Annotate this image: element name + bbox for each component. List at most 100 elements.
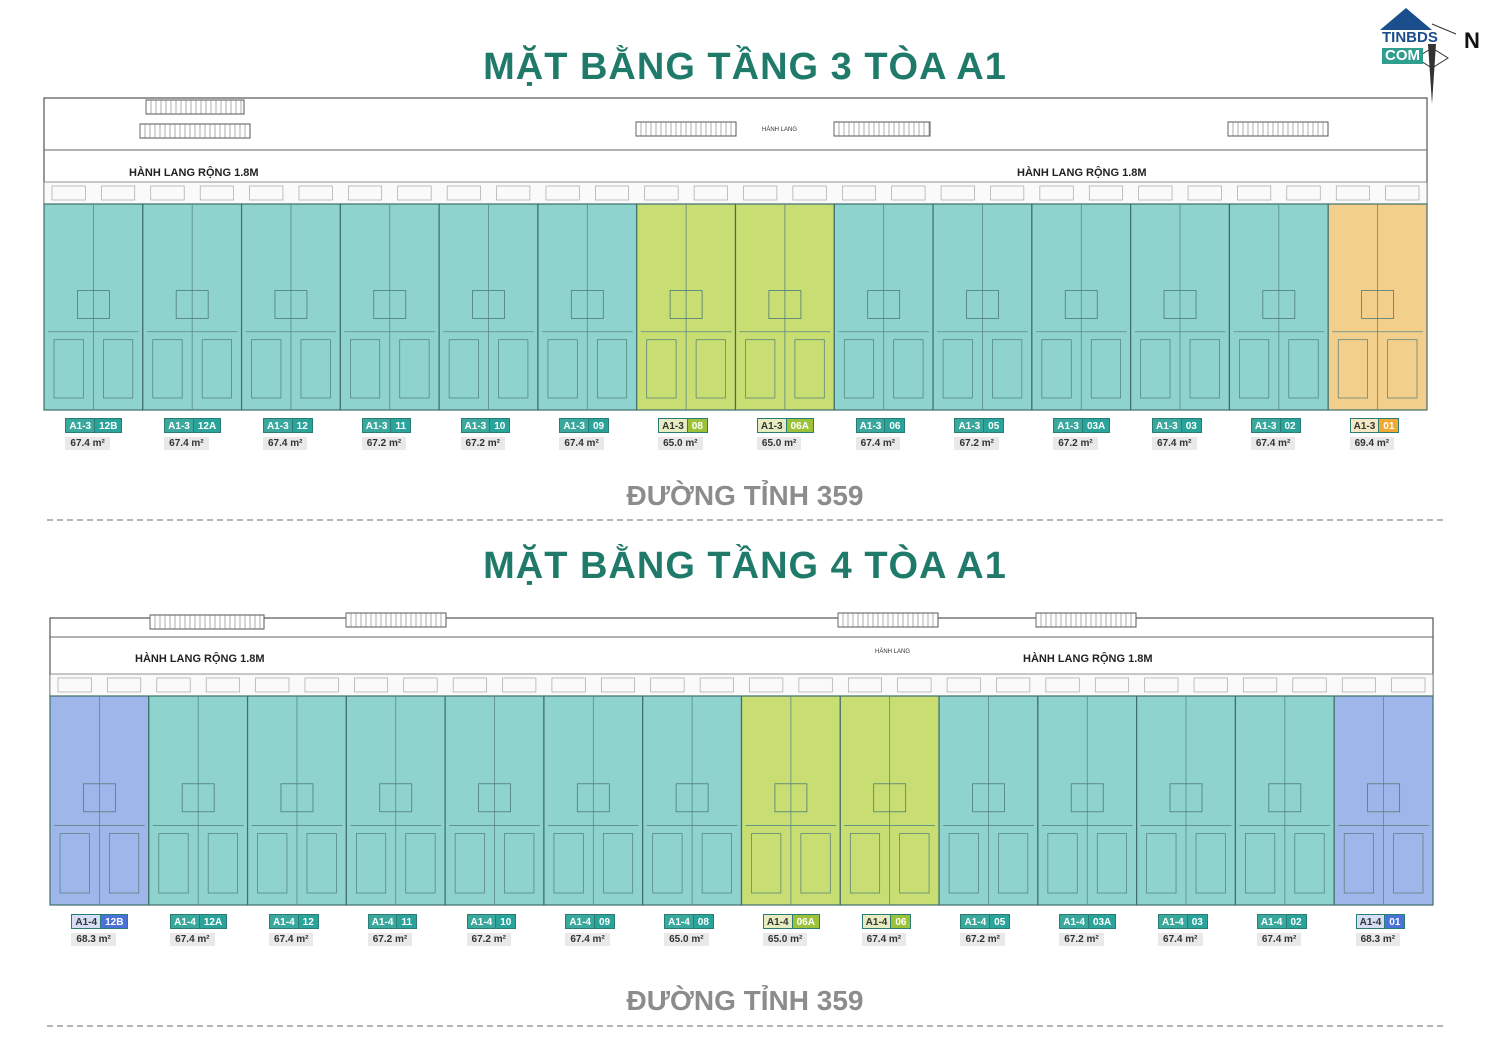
unit-prefix: A1-3 bbox=[1349, 418, 1380, 433]
tinbds-logo: TINBDS COM N bbox=[1376, 4, 1486, 104]
house-compass-icon bbox=[1380, 8, 1457, 104]
unit-prefix: A1-3 bbox=[1152, 418, 1182, 433]
unit-number: 06A bbox=[786, 418, 814, 433]
stair-block bbox=[837, 612, 939, 628]
corridor-label-left: HÀNH LANG RỘNG 1.8M bbox=[129, 166, 259, 179]
unit-prefix: A1-3 bbox=[756, 418, 787, 433]
unit-prefix: A1-4 bbox=[664, 914, 694, 929]
unit-A1-3-09 bbox=[537, 185, 638, 411]
unit-prefix: A1-3 bbox=[559, 418, 589, 433]
unit-A1-4-12B bbox=[49, 677, 150, 906]
corridor-label-left: HÀNH LANG RỘNG 1.8M bbox=[135, 652, 265, 665]
unit-A1-4-10 bbox=[444, 677, 545, 906]
north-indicator: N bbox=[1464, 28, 1480, 53]
unit-number: 10 bbox=[490, 418, 511, 433]
unit-A1-3-12 bbox=[240, 185, 341, 411]
unit-prefix: A1-4 bbox=[1059, 914, 1089, 929]
unit-prefix: A1-4 bbox=[71, 914, 102, 929]
unit-area: 67.2 m² bbox=[960, 933, 1005, 946]
unit-number: 12 bbox=[298, 914, 319, 929]
unit-area: 67.4 m² bbox=[164, 437, 209, 450]
floor3-title: MẶT BẰNG TẦNG 3 TÒA A1 bbox=[483, 46, 1007, 88]
unit-A1-3-01 bbox=[1327, 185, 1428, 411]
unit-area: 69.4 m² bbox=[1349, 437, 1395, 450]
unit-A1-4-05 bbox=[938, 677, 1039, 906]
unit-number: 03A bbox=[1082, 418, 1111, 433]
unit-number: 12B bbox=[101, 914, 129, 929]
unit-area: 67.4 m² bbox=[1250, 437, 1296, 450]
unit-number: 08 bbox=[693, 914, 714, 929]
unit-A1-4-03 bbox=[1136, 677, 1237, 906]
unit-prefix: A1-3 bbox=[262, 418, 293, 433]
stair-block bbox=[635, 121, 737, 137]
unit-area: 67.4 m² bbox=[268, 933, 314, 946]
floor4-title: MẶT BẰNG TẦNG 4 TÒA A1 bbox=[483, 545, 1007, 587]
unit-area: 67.2 m² bbox=[367, 933, 413, 946]
unit-prefix: A1-3 bbox=[460, 418, 491, 433]
stair-block bbox=[149, 614, 265, 630]
unit-prefix: A1-4 bbox=[565, 914, 595, 929]
unit-number: 02 bbox=[1280, 418, 1301, 433]
unit-prefix: A1-4 bbox=[1158, 914, 1188, 929]
unit-number: 12A bbox=[199, 914, 228, 929]
stair-block bbox=[833, 121, 931, 137]
unit-number: 06 bbox=[891, 914, 912, 929]
floor3-road-label: ĐƯỜNG TỈNH 359 bbox=[626, 480, 864, 511]
unit-number: 12 bbox=[292, 418, 313, 433]
unit-A1-4-03A bbox=[1037, 677, 1138, 906]
unit-area: 68.3 m² bbox=[71, 933, 116, 946]
stair-block bbox=[345, 612, 447, 628]
unit-area: 67.4 m² bbox=[559, 437, 604, 450]
stair-block bbox=[1035, 612, 1137, 628]
unit-area: 65.0 m² bbox=[658, 437, 703, 450]
unit-prefix: A1-3 bbox=[658, 418, 688, 433]
unit-A1-4-08 bbox=[642, 677, 743, 906]
unit-area: 67.4 m² bbox=[565, 933, 610, 946]
unit-number: 08 bbox=[687, 418, 708, 433]
unit-number: 01 bbox=[1379, 418, 1400, 433]
unit-A1-3-10 bbox=[438, 185, 539, 411]
unit-A1-4-12A bbox=[148, 677, 249, 906]
corridor-label-right: HÀNH LANG RỘNG 1.8M bbox=[1017, 166, 1147, 179]
logo-text-top: TINBDS bbox=[1382, 29, 1438, 46]
unit-number: 09 bbox=[595, 914, 616, 929]
unit-A1-4-01 bbox=[1333, 677, 1434, 906]
unit-area: 67.4 m² bbox=[855, 437, 901, 450]
unit-prefix: A1-4 bbox=[170, 914, 200, 929]
unit-number: 09 bbox=[589, 418, 610, 433]
unit-area: 67.4 m² bbox=[1256, 933, 1302, 946]
unit-number: 03A bbox=[1088, 914, 1117, 929]
unit-number: 02 bbox=[1286, 914, 1307, 929]
unit-A1-3-05 bbox=[932, 185, 1033, 411]
logo-text-bottom: COM bbox=[1382, 48, 1423, 64]
unit-prefix: A1-4 bbox=[1355, 914, 1386, 929]
unit-area: 67.4 m² bbox=[65, 437, 110, 450]
